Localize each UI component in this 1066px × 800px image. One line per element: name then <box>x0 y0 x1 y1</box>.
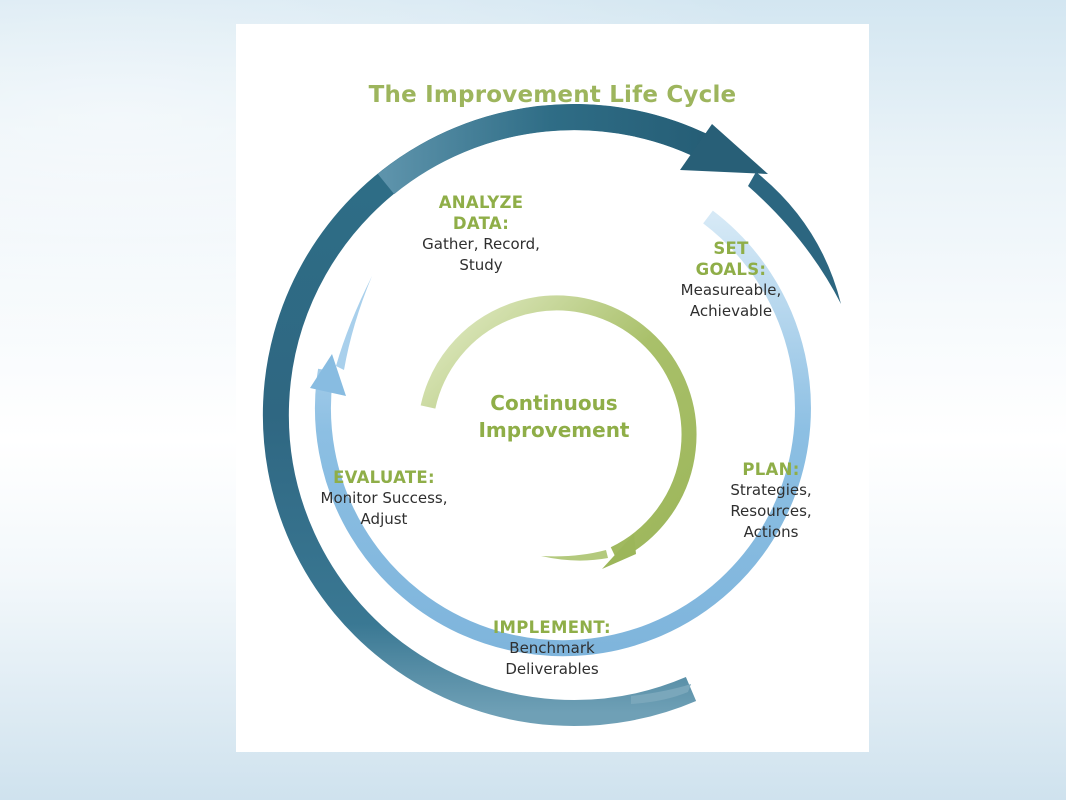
middle-ring-arrowhead <box>310 354 346 396</box>
stage-set-goals-heading-2: GOALS: <box>695 260 767 279</box>
stage-evaluate-desc-1: Monitor Success, <box>320 489 448 507</box>
inner-ring-arc <box>420 295 697 561</box>
middle-ring-tail <box>336 276 372 370</box>
stage-analyze-heading-2: DATA: <box>452 214 510 233</box>
stage-implement-desc-1: Benchmark <box>509 639 595 657</box>
stage-analyze-desc-2: Study <box>459 256 503 274</box>
stage-plan-heading: PLAN: <box>742 460 800 479</box>
stage-plan: PLAN: Strategies, Resources, Actions <box>706 459 836 543</box>
middle-ring-arc <box>314 210 811 657</box>
stage-set-goals-desc-2: Achievable <box>689 302 773 320</box>
center-label: Continuous Improvement <box>459 390 649 444</box>
outer-ring-top-arc <box>377 104 721 195</box>
stage-analyze-desc-1: Gather, Record, <box>422 235 540 253</box>
outer-ring-bottom-fade <box>631 684 691 704</box>
stage-evaluate-heading: EVALUATE: <box>333 468 435 487</box>
outer-ring-arrowhead <box>680 124 768 174</box>
diagram-title: The Improvement Life Cycle <box>368 82 737 108</box>
diagram-card: The Improvement Life Cycle ANALYZE DATA:… <box>236 24 869 752</box>
stage-analyze-heading-1: ANALYZE <box>438 193 524 212</box>
middle-cycle-arrow <box>310 210 811 657</box>
outer-ring-tail <box>748 172 841 304</box>
stage-set-goals: SET GOALS: Measureable, Achievable <box>656 238 806 322</box>
cycle-diagram-svg <box>262 104 841 726</box>
stage-plan-desc-2: Resources, <box>730 502 812 520</box>
stage-analyze-data: ANALYZE DATA: Gather, Record, Study <box>396 192 566 276</box>
inner-cycle-arrow <box>420 295 697 569</box>
stage-set-goals-desc-1: Measureable, <box>680 281 782 299</box>
center-label-line-2: Improvement <box>478 418 630 442</box>
stage-plan-desc-1: Strategies, <box>730 481 812 499</box>
inner-ring-arrowhead <box>602 534 636 569</box>
inner-ring-tail <box>541 550 608 561</box>
stage-implement-desc-2: Deliverables <box>505 660 599 678</box>
stage-implement: IMPLEMENT: Benchmark Deliverables <box>472 617 632 680</box>
stage-evaluate: EVALUATE: Monitor Success, Adjust <box>294 467 474 530</box>
stage-set-goals-heading-1: SET <box>713 239 749 258</box>
center-label-line-1: Continuous <box>490 391 618 415</box>
stage-plan-desc-3: Actions <box>743 523 799 541</box>
outer-cycle-arrow <box>262 104 841 726</box>
stage-evaluate-desc-2: Adjust <box>360 510 408 528</box>
stage-implement-heading: IMPLEMENT: <box>493 618 611 637</box>
